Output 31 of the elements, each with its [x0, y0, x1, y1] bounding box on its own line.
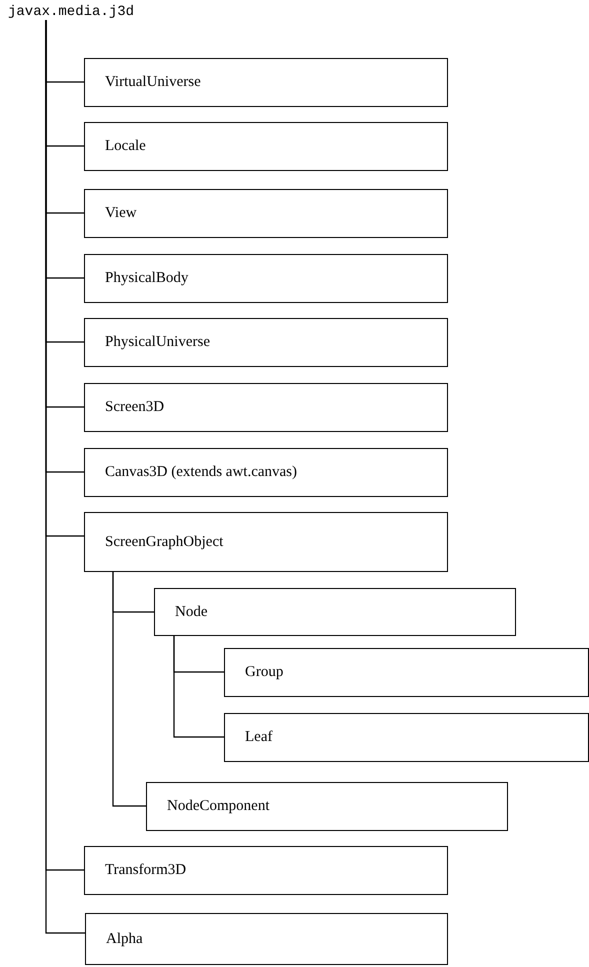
- class-box: [84, 318, 448, 367]
- class-box: [154, 588, 516, 636]
- class-name: PhysicalUniverse: [105, 334, 210, 351]
- tree-connector: [112, 572, 146, 807]
- class-box: [84, 383, 448, 432]
- class-name: Node: [175, 604, 208, 620]
- class-box: [84, 122, 448, 171]
- class-name: Locale: [105, 138, 146, 155]
- class-box: [146, 782, 508, 831]
- class-box: [224, 713, 589, 762]
- class-name: Group: [245, 664, 284, 681]
- class-name: Screen3D: [105, 399, 164, 416]
- class-box: [84, 448, 448, 497]
- class-name: View: [105, 205, 137, 222]
- class-box: [85, 913, 448, 965]
- class-name: NodeComponent: [167, 798, 270, 815]
- class-box: [84, 512, 448, 572]
- class-name: VirtualUniverse: [105, 74, 201, 91]
- class-name: PhysicalBody: [105, 270, 188, 287]
- class-box: [224, 648, 589, 697]
- tree-connector: [173, 636, 224, 738]
- class-name: Alpha: [106, 930, 143, 948]
- package-name: javax.media.j3d: [8, 4, 134, 20]
- class-name: ScreenGraphObject: [105, 534, 224, 550]
- class-name: Canvas3D (extends awt.canvas): [105, 464, 298, 481]
- class-box: [84, 846, 448, 895]
- class-name: Leaf: [245, 729, 272, 746]
- class-box: [84, 189, 448, 238]
- class-box: [84, 254, 448, 303]
- class-box: [84, 58, 448, 107]
- class-name: Transform3D: [105, 862, 186, 879]
